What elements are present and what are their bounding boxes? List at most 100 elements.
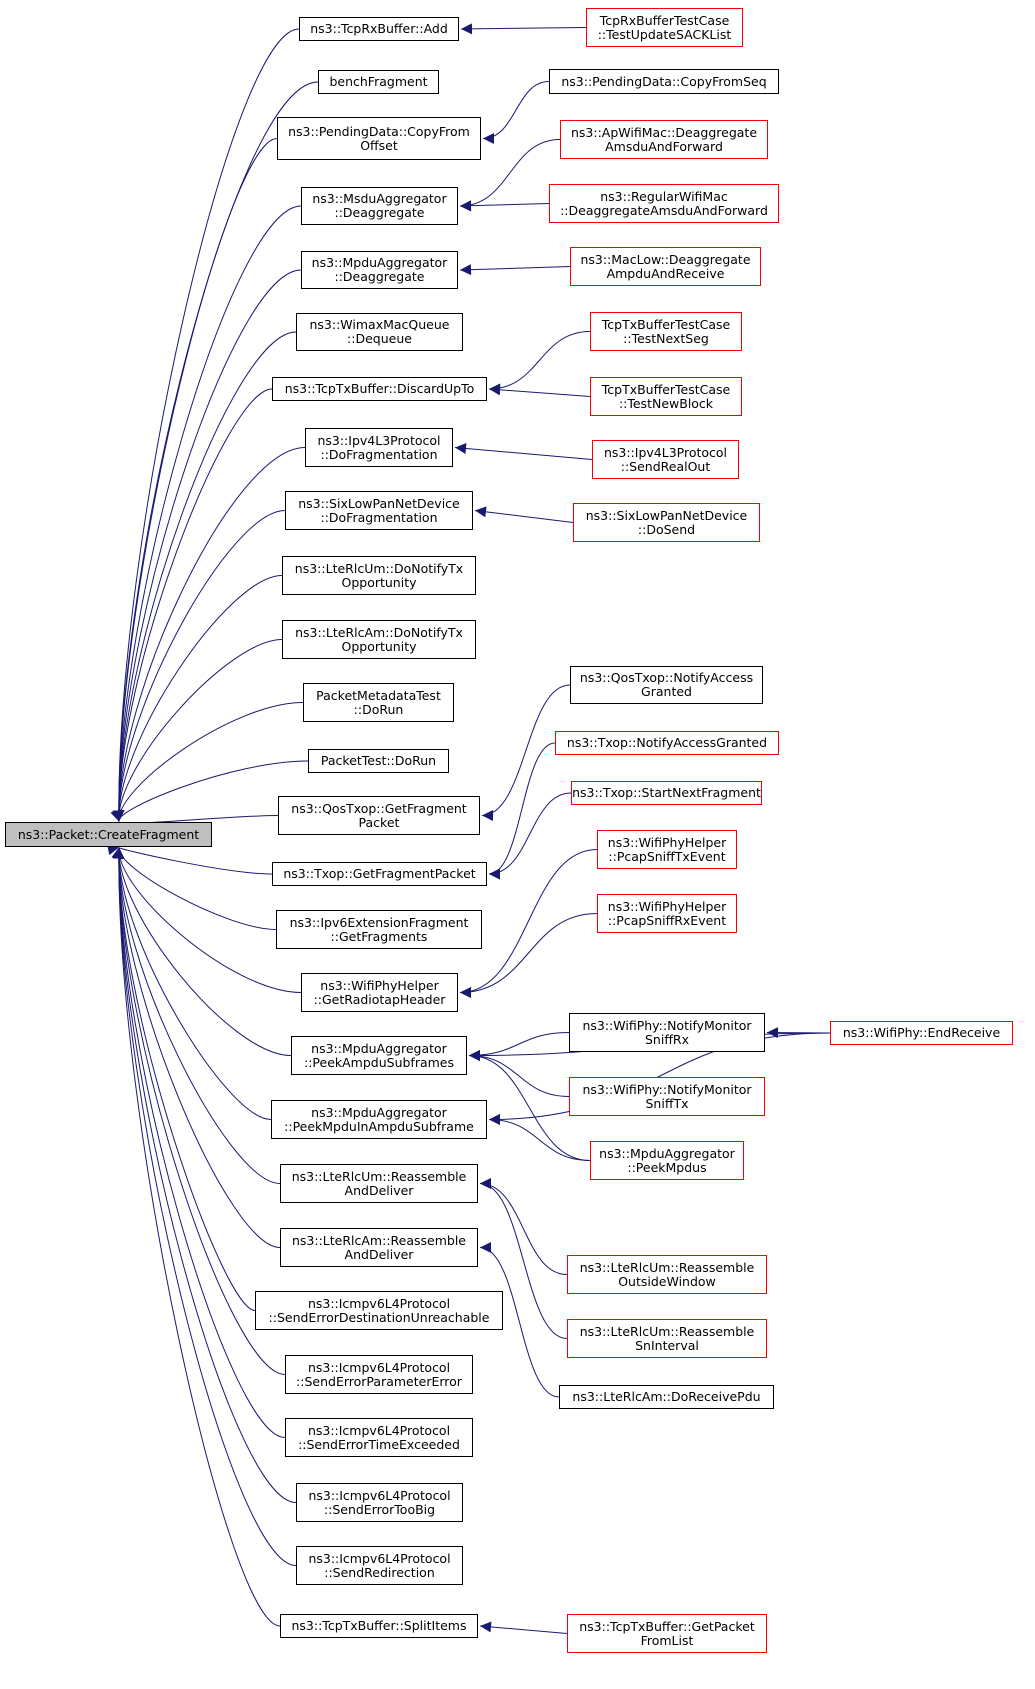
caller-node-regularwifimac-deaggregateamsduandforward[interactable]: ns3::RegularWifiMac::DeaggregateAmsduAnd… [549, 184, 779, 223]
node-label-line: SnInterval [635, 1337, 699, 1353]
call-edge [468, 1050, 591, 1161]
caller-node-wimaxmacqueue-dequeue[interactable]: ns3::WimaxMacQueue::Dequeue [296, 313, 463, 351]
call-edge [113, 847, 256, 1311]
caller-node-wifiphy-endreceive[interactable]: ns3::WifiPhy::EndReceive [830, 1021, 1013, 1045]
caller-node-sixlowpannetdevice-dosend[interactable]: ns3::SixLowPanNetDevice::DoSend [573, 503, 760, 542]
caller-node-lterlcam-doreceivepdu[interactable]: ns3::LteRlcAm::DoReceivePdu [559, 1385, 774, 1409]
caller-node-ipv6extensionfragment-getfragments[interactable]: ns3::Ipv6ExtensionFragment::GetFragments [276, 910, 482, 949]
node-label-line: ::DeaggregateAmsduAndForward [560, 202, 768, 218]
node-label-line: ::PcapSniffRxEvent [607, 912, 727, 928]
caller-node-icmpv6-senderrorparametererror[interactable]: ns3::Icmpv6L4Protocol::SendErrorParamete… [285, 1355, 473, 1394]
caller-node-mpduaggregator-peekampdusubframes[interactable]: ns3::MpduAggregator::PeekAmpduSubframes [291, 1036, 467, 1075]
caller-node-icmpv6-sendredirection[interactable]: ns3::Icmpv6L4Protocol::SendRedirection [296, 1546, 463, 1585]
call-edge [107, 844, 273, 875]
caller-node-tcprxbuffer-add[interactable]: ns3::TcpRxBuffer::Add [299, 17, 459, 41]
caller-node-mpduaggregator-peekmpdus[interactable]: ns3::MpduAggregator::PeekMpdus [590, 1141, 744, 1180]
call-edge [454, 442, 593, 460]
node-label-line: ::SendErrorTimeExceeded [298, 1436, 460, 1452]
node-label-line: ns3::RegularWifiMac [600, 188, 728, 204]
caller-node-txop-getfragmentpacket[interactable]: ns3::Txop::GetFragmentPacket [272, 862, 487, 886]
node-label-line: ::SendErrorParameterError [296, 1373, 462, 1389]
node-label-line: ns3::LteRlcAm::DoNotifyTx [295, 624, 463, 640]
caller-node-tcptxbuffer-splititems[interactable]: ns3::TcpTxBuffer::SplitItems [280, 1614, 478, 1638]
node-label-line: AmpduAndReceive [606, 265, 725, 281]
call-edge [113, 447, 306, 822]
caller-node-wifiphyhelper-getradiotapheader[interactable]: ns3::WifiPhyHelper::GetRadiotapHeader [301, 973, 458, 1012]
call-edge [112, 639, 283, 822]
call-edge [113, 847, 297, 1503]
node-label-line: TcpRxBufferTestCase [599, 12, 730, 28]
node-label-line: ns3::MpduAggregator [311, 255, 448, 270]
caller-node-txop-startnextfragment[interactable]: ns3::Txop::StartNextFragment [571, 781, 762, 805]
caller-node-tcptxbuffertestcase-testnewblock[interactable]: TcpTxBufferTestCase::TestNewBlock [590, 377, 742, 416]
caller-node-icmpv6-senderrortimeexceeded[interactable]: ns3::Icmpv6L4Protocol::SendErrorTimeExce… [285, 1418, 473, 1457]
node-label-line: OutsideWindow [618, 1273, 716, 1289]
node-label-line: ns3::QosTxop::NotifyAccess [579, 670, 754, 685]
node-label-line: SniffTx [645, 1095, 689, 1111]
node-label-line: ns3::Txop::NotifyAccessGranted [566, 735, 768, 750]
node-label-line: Opportunity [341, 574, 417, 590]
call-edge [110, 760, 309, 822]
caller-node-sixlowpannetdevice-dofragmentation[interactable]: ns3::SixLowPanNetDevice::DoFragmentation [285, 491, 473, 530]
caller-node-ipv4l3protocol-sendrealout[interactable]: ns3::Ipv4L3Protocol::SendRealOut [592, 440, 739, 479]
node-label-line: ::SendRedirection [324, 1564, 435, 1580]
caller-node-tcprxbuffertestcase-testupdatesacklist[interactable]: TcpRxBufferTestCase::TestUpdateSACKList [586, 8, 743, 47]
call-edge [112, 847, 302, 993]
caller-node-wifiphyhelper-pcapsniffrxevent[interactable]: ns3::WifiPhyHelper::PcapSniffRxEvent [597, 894, 737, 933]
caller-node-wifiphyhelper-pcapsnifftxevent[interactable]: ns3::WifiPhyHelper::PcapSniffTxEvent [597, 830, 737, 869]
caller-node-tcptxbuffertestcase-testnextseg[interactable]: TcpTxBufferTestCase::TestNextSeg [590, 312, 742, 351]
node-label-line: AmsduAndForward [605, 138, 723, 154]
caller-node-mpduaggregator-deaggregate[interactable]: ns3::MpduAggregator::Deaggregate [301, 251, 458, 289]
node-label-line: ::PeekAmpduSubframes [303, 1054, 455, 1070]
caller-node-txop-notifyaccessgranted[interactable]: ns3::Txop::NotifyAccessGranted [555, 731, 779, 755]
caller-node-benchfragment[interactable]: benchFragment [318, 70, 439, 94]
node-label-line: ns3::Packet::CreateFragment [17, 826, 200, 842]
node-label-line: ns3::WifiPhyHelper [607, 898, 727, 914]
node-label-line: ns3::LteRlcUm::Reassemble [579, 1259, 755, 1275]
caller-node-pendingdata-copyfromseq[interactable]: ns3::PendingData::CopyFromSeq [549, 69, 779, 94]
caller-node-mpduaggregator-peekmpduinampdusubframe[interactable]: ns3::MpduAggregator::PeekMpduInAmpduSubf… [271, 1100, 487, 1139]
node-label-line: ns3::LteRlcAm::DoReceivePdu [572, 1389, 761, 1404]
root-node-packet-createfragment: ns3::Packet::CreateFragment [5, 822, 212, 847]
node-label-line: ::GetRadiotapHeader [313, 991, 446, 1007]
call-edge [488, 1114, 591, 1161]
node-label-line: benchFragment [329, 74, 428, 89]
caller-node-msduaggregator-deaggregate[interactable]: ns3::MsduAggregator::Deaggregate [301, 187, 458, 225]
caller-node-tcptxbuffer-discardupto[interactable]: ns3::TcpTxBuffer::DiscardUpTo [272, 377, 487, 401]
caller-node-packetmetadatatest-dorun[interactable]: PacketMetadataTest::DoRun [303, 683, 454, 722]
call-edge [479, 1621, 568, 1634]
node-label-line: ::SendRealOut [620, 458, 711, 474]
caller-node-packettest-dorun[interactable]: PacketTest::DoRun [308, 749, 449, 773]
call-edge [479, 1178, 568, 1339]
call-edge [474, 506, 574, 523]
caller-node-icmpv6-senderrortoobig[interactable]: ns3::Icmpv6L4Protocol::SendErrorTooBig [296, 1483, 463, 1522]
node-label-line: ns3::LteRlcAm::Reassemble [291, 1232, 466, 1248]
node-label-line: ns3::Icmpv6L4Protocol [307, 1295, 451, 1311]
call-edge [459, 139, 561, 212]
node-label-line: ns3::WifiPhyHelper [607, 834, 727, 850]
call-edge [482, 81, 550, 144]
call-edge [113, 847, 286, 1375]
node-label-line: ns3::Txop::StartNextFragment [572, 785, 761, 800]
node-label-line: ns3::TcpTxBuffer::SplitItems [291, 1618, 467, 1633]
caller-node-ipv4l3protocol-dofragmentation[interactable]: ns3::Ipv4L3Protocol::DoFragmentation [305, 428, 453, 467]
node-label-line: ::SendErrorDestinationUnreachable [268, 1309, 490, 1325]
caller-node-icmpv6-senderrordestinationunreachable[interactable]: ns3::Icmpv6L4Protocol::SendErrorDestinat… [255, 1291, 503, 1330]
call-edge [488, 792, 572, 880]
node-label-line: ns3::Ipv4L3Protocol [317, 432, 441, 448]
